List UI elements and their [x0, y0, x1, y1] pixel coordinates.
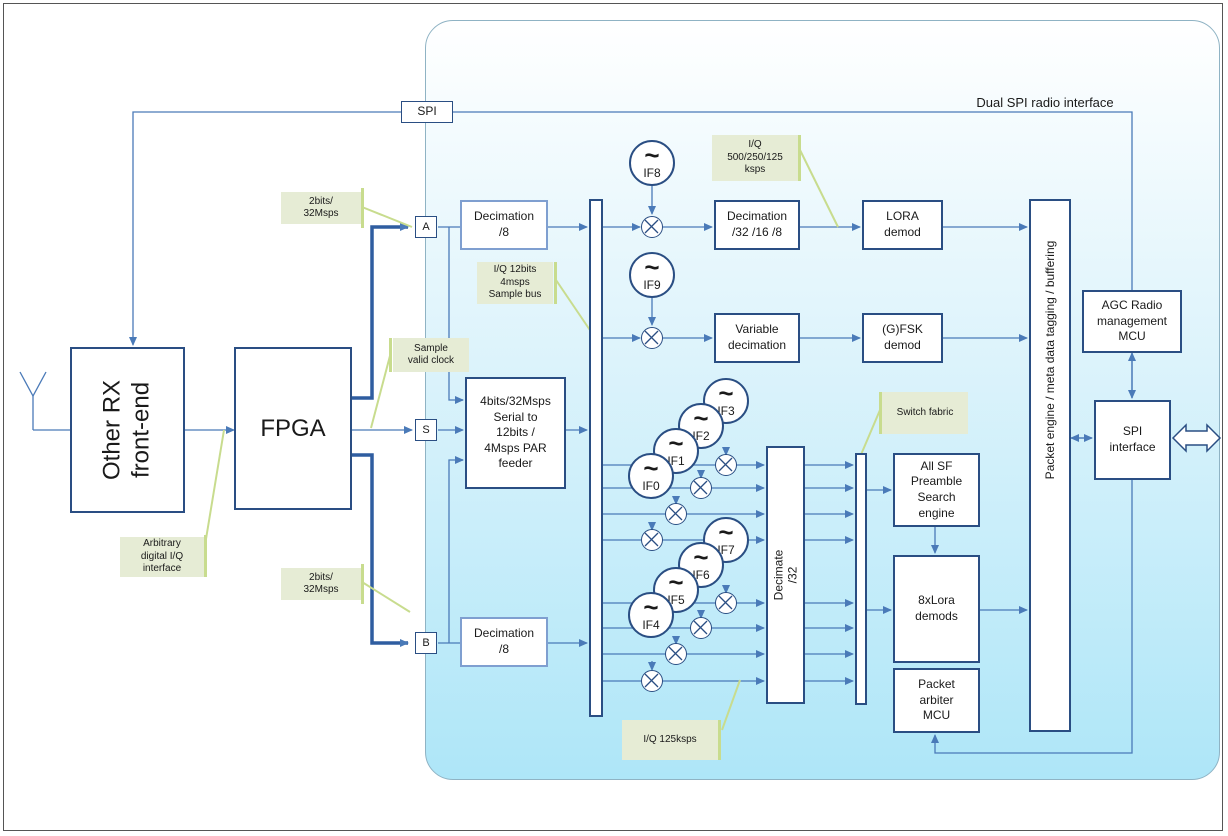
lora-demod: LORA demod	[862, 200, 943, 250]
decimate-32-label: Decimate /32	[771, 549, 800, 601]
preamble-search-engine: All SF Preamble Search engine	[893, 453, 980, 527]
oscillator-if4: ~IF4	[628, 592, 674, 638]
packet-arbiter-mcu: Packet arbiter MCU	[893, 668, 980, 733]
gfsk-demod: (G)FSK demod	[862, 313, 943, 363]
spi-top-port: SPI	[401, 101, 453, 123]
mixer-if9	[641, 327, 663, 349]
note-2bits-b: 2bits/ 32Msps	[281, 568, 361, 600]
oscillator-if5: ~IF5	[653, 567, 699, 613]
oscillator-if0: ~IF0	[628, 453, 674, 499]
mixer-if3	[715, 454, 737, 476]
diagram-frame	[3, 3, 1223, 831]
agc-radio-mcu: AGC Radio management MCU	[1082, 290, 1182, 353]
note-switch-fabric: Switch fabric	[882, 392, 968, 434]
mixer-if8	[641, 216, 663, 238]
mixer-if6	[690, 617, 712, 639]
packet-engine-label: Packet engine / meta data tagging / buff…	[1043, 240, 1057, 480]
port-s: S	[415, 419, 437, 441]
diagram-title: Dual SPI radio interface	[976, 94, 1114, 110]
note-iq12-sample-bus: I/Q 12bits 4msps Sample bus	[477, 262, 553, 304]
oscillator-if9: ~IF9	[629, 252, 675, 298]
mixer-if7	[715, 592, 737, 614]
oscillator-if3: ~IF3	[703, 378, 749, 424]
packet-engine-block	[1029, 199, 1071, 732]
mixer-if1	[665, 503, 687, 525]
note-iq-500-250-125: I/Q 500/250/125 ksps	[712, 135, 798, 181]
note-2bits-a: 2bits/ 32Msps	[281, 192, 361, 224]
mixer-if2	[690, 477, 712, 499]
mixer-if4	[641, 670, 663, 692]
decimate-32-block	[766, 446, 805, 704]
serial-to-parallel-feeder: 4bits/32Msps Serial to 12bits / 4Msps PA…	[465, 377, 566, 489]
port-b: B	[415, 632, 437, 654]
other-rx-front-end: Other RX front-end	[70, 347, 185, 513]
switch-fabric-bar	[855, 453, 867, 705]
decimation-b: Decimation /8	[460, 617, 548, 667]
spi-interface: SPI interface	[1094, 400, 1171, 480]
fpga-block: FPGA	[234, 347, 352, 510]
lora-demods-8x: 8xLora demods	[893, 555, 980, 663]
decimation-lora: Decimation /32 /16 /8	[714, 200, 800, 250]
note-sample-valid-clock: Sample valid clock	[393, 338, 469, 372]
sample-bus	[589, 199, 603, 717]
mixer-if5	[665, 643, 687, 665]
variable-decimation: Variable decimation	[714, 313, 800, 363]
oscillator-if8: ~IF8	[629, 140, 675, 186]
note-iq-125ksps: I/Q 125ksps	[622, 720, 718, 760]
decimation-a: Decimation /8	[460, 200, 548, 250]
note-arbitrary-iq: Arbitrary digital I/Q interface	[120, 537, 204, 577]
port-a: A	[415, 216, 437, 238]
mixer-if0	[641, 529, 663, 551]
